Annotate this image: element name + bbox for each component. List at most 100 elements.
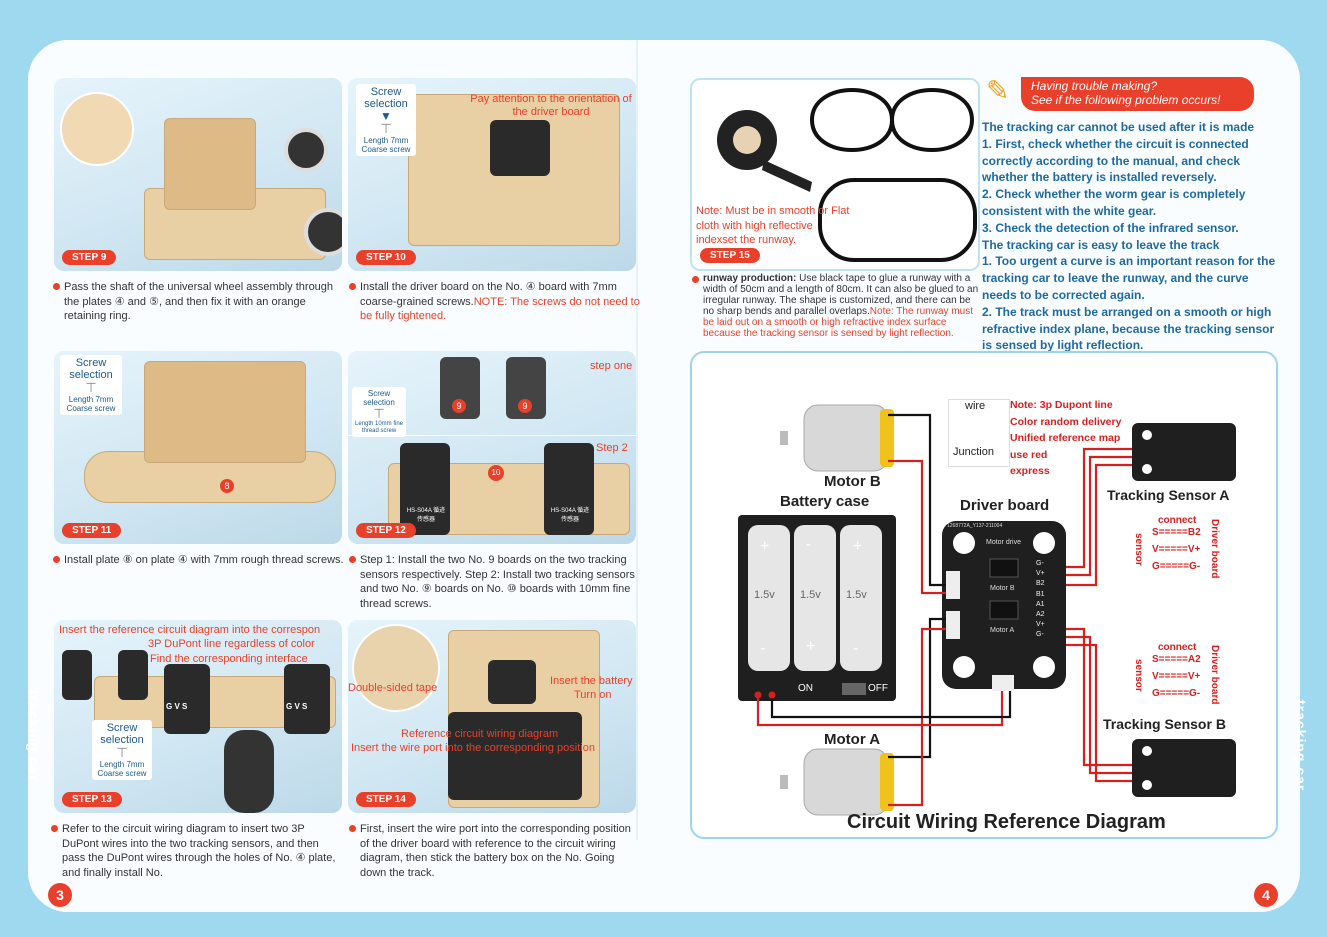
trouble-line: 3. Check the detection of the infrared s… bbox=[982, 220, 1239, 235]
page-divider bbox=[636, 40, 638, 840]
step-14-note-5: Insert the wire port into the correspond… bbox=[351, 742, 595, 754]
connection-b: connect S=====A2 V=====V+ G=====G- bbox=[1152, 642, 1201, 699]
step-13-note-3: Find the corresponding interface bbox=[150, 653, 308, 665]
trouble-line: The tracking car is easy to leave the tr… bbox=[982, 237, 1220, 252]
trouble-line: 2. The track must be arranged on a smoot… bbox=[982, 304, 1275, 353]
switch-on-label: ON bbox=[798, 683, 813, 694]
connection-a: connect S=====B2 V=====V+ G=====G- bbox=[1152, 515, 1201, 572]
step-13-note-1: Insert the reference circuit diagram int… bbox=[59, 624, 321, 636]
step-13-caption: Refer to the circuit wiring diagram to i… bbox=[51, 822, 342, 880]
step-14-photo: Double-sided tape Insert the battery Tur… bbox=[348, 620, 636, 813]
step-15-note: Note: Must be in smooth or Flat cloth wi… bbox=[696, 205, 850, 246]
step-13-photo: G V S G V S Insert the reference circuit… bbox=[54, 620, 342, 813]
step-10-label: STEP 10 bbox=[356, 250, 416, 265]
connection-a-board: Driver board bbox=[1209, 519, 1220, 579]
diagram-title: Circuit Wiring Reference Diagram bbox=[847, 811, 1166, 833]
motor-b-label: Motor B bbox=[824, 473, 881, 490]
sensor-label-a: HS-S04A 循迹传感器 bbox=[406, 508, 446, 523]
connection-b-board: Driver board bbox=[1209, 645, 1220, 705]
step-10-caption: Install the driver board on the No. ④ bo… bbox=[349, 280, 640, 324]
step-12-step-two: Step 2 bbox=[596, 442, 628, 454]
battery-box-photo bbox=[448, 712, 582, 800]
legend-note: Note: 3p Dupont line Color random delive… bbox=[1010, 399, 1122, 478]
screw-icon: ⊤ bbox=[380, 121, 392, 136]
sensor-photo-b bbox=[284, 664, 330, 734]
pin-labels: G- V+ B2 B1 A1 A2 V+ G- bbox=[1036, 560, 1045, 639]
tracking-sensor-a-label: Tracking Sensor A bbox=[1107, 487, 1230, 503]
legend-junction-label: Junction bbox=[953, 446, 994, 458]
trouble-heading: Having trouble making? See if the follow… bbox=[1021, 77, 1254, 111]
board-10-marker: 10 bbox=[488, 465, 504, 481]
page-number-left: 3 bbox=[48, 883, 72, 907]
step-15-label: STEP 15 bbox=[700, 248, 760, 263]
trouble-line: 1. First, check whether the circuit is c… bbox=[982, 136, 1249, 185]
screw-icon: ⊤ bbox=[85, 380, 97, 395]
step-9-caption: Pass the shaft of the universal wheel as… bbox=[53, 280, 344, 324]
switch-off-label: OFF bbox=[868, 683, 888, 694]
svg-text:-: - bbox=[760, 640, 765, 657]
svg-text:+: + bbox=[760, 538, 769, 555]
sensor-label-b: HS-S04A 循迹传感器 bbox=[550, 508, 590, 523]
step-11-photo: 8 Screw selection ⊤ Length 7mm Coarse sc… bbox=[54, 351, 342, 544]
battery-voltage-2: 1.5v bbox=[800, 589, 821, 601]
tracking-sensor-photo-a bbox=[400, 443, 450, 535]
page-number-right: 4 bbox=[1254, 883, 1278, 907]
svg-text:+: + bbox=[806, 638, 815, 655]
side-tag-left: tracking car bbox=[26, 690, 42, 782]
battery-voltage-1: 1.5v bbox=[754, 589, 775, 601]
motor-a-port-label: Motor A bbox=[990, 627, 1015, 634]
motor-b-port-label: Motor B bbox=[990, 585, 1015, 592]
pencil-icon: ✎ bbox=[986, 75, 1010, 106]
step-10-screw-box: Screw selection ▼ ⊤ Length 7mm Coarse sc… bbox=[356, 84, 416, 156]
step-10-note: Pay attention to the orientation of the … bbox=[470, 93, 632, 118]
step-9-label: STEP 9 bbox=[62, 250, 117, 265]
step-14-note-4: Reference circuit wiring diagram bbox=[401, 728, 559, 740]
step-10-photo: Screw selection ▼ ⊤ Length 7mm Coarse sc… bbox=[348, 78, 636, 271]
step-12-photo: 9 9 HS-S04A 循迹传感器 HS-S04A 循迹传感器 10 Screw… bbox=[348, 351, 636, 544]
step-14-note-3: Turn on bbox=[574, 689, 612, 701]
step-14-note-2: Insert the battery bbox=[550, 675, 633, 687]
battery-case-label: Battery case bbox=[780, 493, 870, 510]
step-13-label: STEP 13 bbox=[62, 792, 122, 807]
gvs-label-a: G V S bbox=[166, 702, 188, 711]
legend-wire-label: wire bbox=[965, 400, 986, 412]
runway-shapes bbox=[717, 88, 977, 262]
step-13-screw-box: Screw selection ⊤ Length 7mm Coarse scre… bbox=[92, 720, 152, 780]
circuit-wiring: + - + - + - bbox=[738, 403, 1236, 816]
motor-a-label: Motor A bbox=[824, 731, 881, 748]
step-12-label: STEP 12 bbox=[356, 523, 416, 538]
board-9-marker-b: 9 bbox=[518, 399, 532, 413]
trouble-line: 2. Check whether the worm gear is comple… bbox=[982, 187, 1246, 218]
svg-text:-: - bbox=[853, 640, 858, 657]
step-12-screw-box: Screw selection ⊤ Length 10mm fine threa… bbox=[352, 387, 406, 437]
trouble-line: 1. Too urgent a curve is an important re… bbox=[982, 254, 1276, 302]
board-9-marker-a: 9 bbox=[452, 399, 466, 413]
step-15-photo: Note: Must be in smooth or Flat cloth wi… bbox=[690, 78, 980, 271]
tracking-sensor-b-label: Tracking Sensor B bbox=[1103, 716, 1226, 732]
gvs-label-b: G V S bbox=[286, 702, 308, 711]
connection-b-sensor: sensor bbox=[1133, 659, 1144, 692]
connection-a-sensor: sensor bbox=[1133, 533, 1144, 566]
step-14-label: STEP 14 bbox=[356, 792, 416, 807]
step-14-caption: First, insert the wire port into the cor… bbox=[349, 822, 636, 880]
sensor-photo-a bbox=[164, 664, 210, 734]
step-15-caption: runway production: Use black tape to glu… bbox=[692, 273, 979, 339]
svg-text:+: + bbox=[853, 538, 862, 555]
plate-8-marker: 8 bbox=[220, 479, 234, 493]
step-11-label: STEP 11 bbox=[62, 523, 122, 538]
screw-icon: ⊤ bbox=[116, 745, 128, 760]
step-9-photo: STEP 9 bbox=[54, 78, 342, 271]
side-tag-right: tracking car bbox=[1293, 700, 1309, 792]
step-12-caption: Step 1: Install the two No. 9 boards on … bbox=[349, 553, 642, 611]
svg-text:-: - bbox=[806, 536, 811, 553]
circuit-diagram: + - + - + - Motor B Motor A Battery case… bbox=[690, 351, 1278, 839]
legend-box: wire Junction bbox=[948, 399, 1010, 467]
step-12-step-one: step one bbox=[590, 360, 633, 372]
step-14-note-1: Double-sided tape bbox=[348, 682, 438, 694]
driver-board-label: Driver board bbox=[960, 497, 1050, 514]
board-code: 1268772A_Y137-211004 bbox=[947, 523, 1003, 529]
board-sub-label: Motor drive bbox=[986, 539, 1022, 546]
trouble-list: The tracking car cannot be used after it… bbox=[982, 119, 1278, 354]
screw-icon: ⊤ bbox=[373, 406, 385, 421]
step-11-caption: Install plate ⑧ on plate ④ with 7mm roug… bbox=[53, 553, 344, 568]
